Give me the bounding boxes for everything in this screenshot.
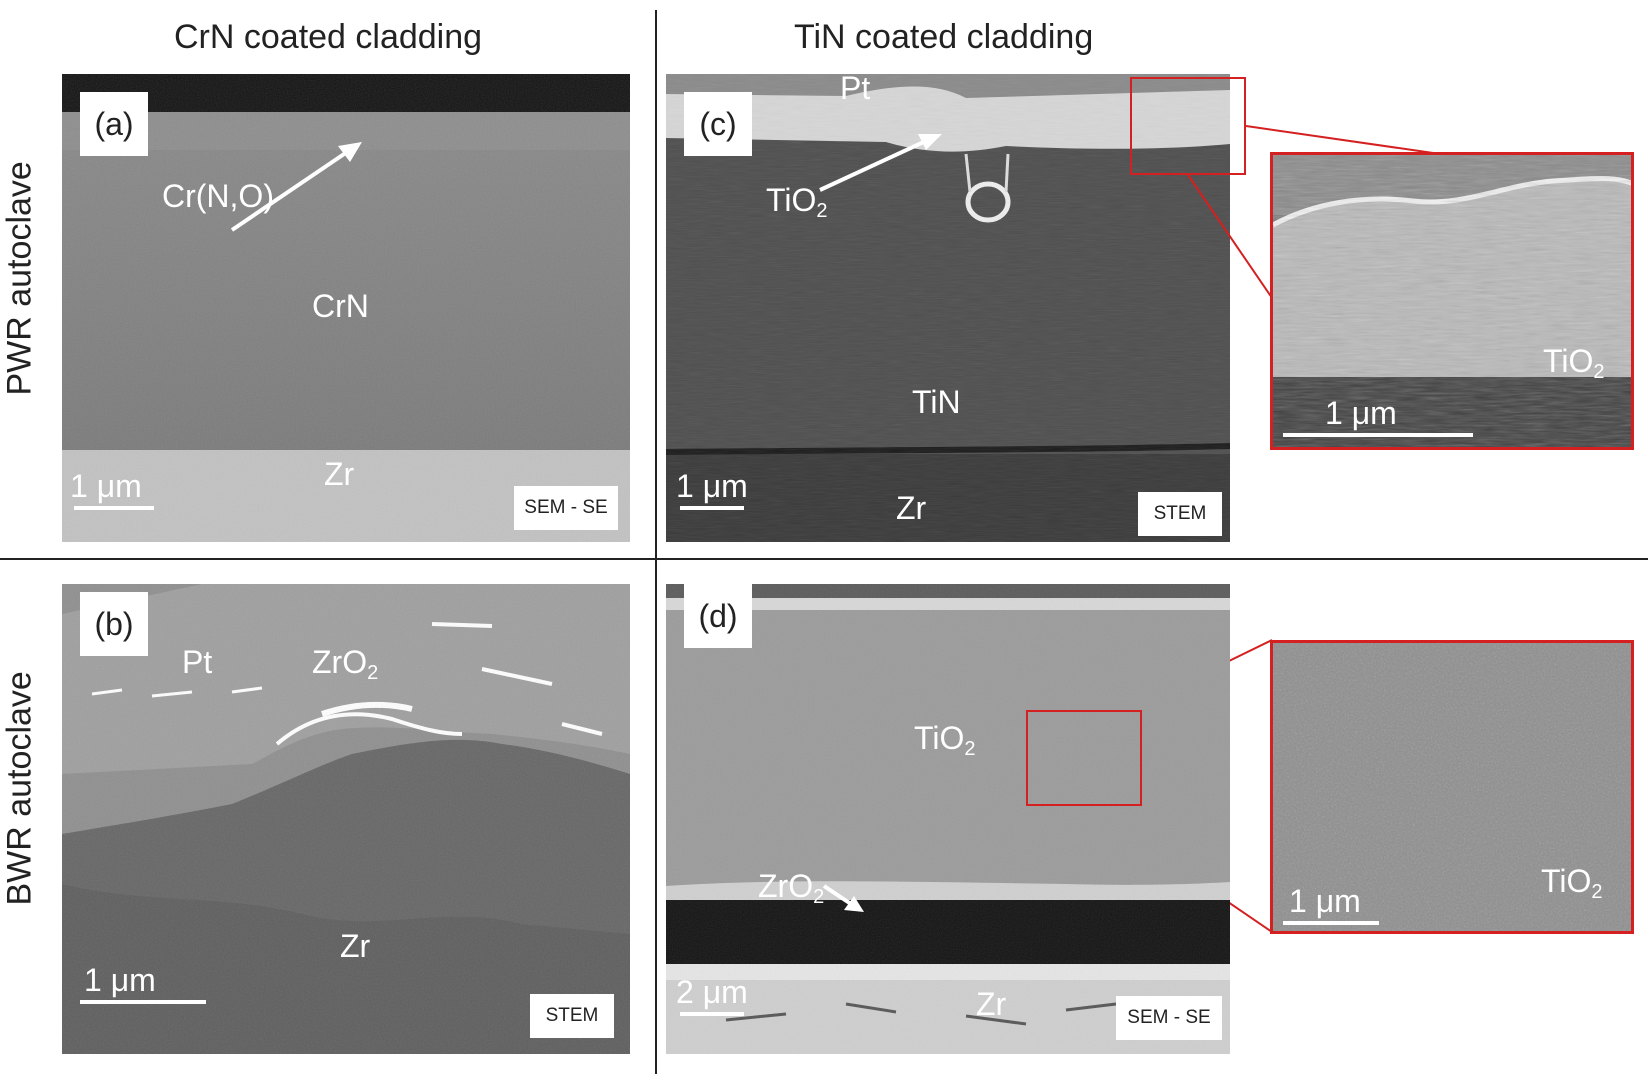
inset-c-scale-bar — [1283, 433, 1473, 437]
panel-a-label: (a) — [80, 92, 148, 156]
label-pt-c: Pt — [840, 74, 871, 106]
highlight-box-d — [1026, 710, 1142, 806]
scale-text-c: 1 μm — [676, 468, 748, 504]
label-tio2-d: TiO2 — [914, 720, 976, 760]
panel-d-micrograph: (d) TiO2 ZrO2 Zr 2 μm SEM - SE — [666, 584, 1230, 1054]
scale-bar-b — [80, 1000, 206, 1004]
panel-d-image — [666, 584, 1230, 1054]
column-title-crn: CrN coated cladding — [174, 18, 483, 56]
highlight-box-c — [1130, 77, 1246, 175]
panel-c-label: (c) — [684, 92, 752, 156]
inset-d-tio2: TiO2 — [1541, 863, 1603, 903]
column-title-tin: TiN coated cladding — [794, 18, 1094, 56]
scale-text-d: 2 μm — [676, 974, 748, 1010]
label-zr-c: Zr — [896, 490, 927, 526]
mode-tag-b: STEM — [530, 994, 614, 1038]
horizontal-divider — [0, 558, 1648, 560]
label-crno: Cr(N,O) — [162, 178, 274, 214]
arrow-d — [822, 884, 864, 912]
inset-d-scale-text: 1 μm — [1289, 883, 1361, 919]
panel-d-label: (d) — [684, 584, 752, 648]
label-zro2-d: ZrO2 — [758, 868, 825, 908]
label-zr-a: Zr — [324, 456, 355, 492]
panel-b-image — [62, 584, 630, 1054]
row-title-pwr: PWR autoclave — [0, 161, 39, 396]
label-pt-b: Pt — [182, 644, 213, 680]
inset-d-scale-bar — [1283, 921, 1379, 925]
mode-tag-c: STEM — [1138, 492, 1222, 536]
row-title-bwr: BWR autoclave — [0, 671, 39, 906]
scale-bar-a — [74, 506, 154, 510]
label-crn: CrN — [312, 288, 369, 324]
label-zr-d: Zr — [976, 986, 1007, 1022]
inset-c: TiO2 1 μm — [1270, 152, 1634, 450]
scale-bar-c — [680, 506, 744, 510]
inset-d: TiO2 1 μm — [1270, 640, 1634, 934]
vertical-divider — [655, 10, 657, 1074]
panel-b-micrograph: (b) Pt ZrO2 Zr 1 μm STEM — [62, 584, 630, 1054]
scale-text-a: 1 μm — [70, 468, 142, 504]
label-tin: TiN — [912, 384, 961, 420]
arrow-a — [230, 142, 362, 232]
panel-c-micrograph: (c) Pt TiO2 TiN Zr 1 μm STEM — [666, 74, 1230, 542]
label-zro2-b: ZrO2 — [312, 644, 379, 684]
mode-tag-a: SEM - SE — [514, 486, 618, 530]
mode-tag-d: SEM - SE — [1116, 996, 1222, 1040]
panel-c-image — [666, 74, 1230, 542]
inset-d-image — [1273, 643, 1631, 931]
inset-c-scale-text: 1 μm — [1325, 395, 1397, 431]
arrow-c — [819, 134, 942, 192]
label-zr-b: Zr — [340, 928, 371, 964]
scale-bar-d — [680, 1012, 744, 1016]
label-tio2-c: TiO2 — [766, 182, 828, 222]
panel-a-micrograph: (a) Cr(N,O) CrN Zr 1 μm SEM - SE — [62, 74, 630, 542]
inset-c-tio2: TiO2 — [1543, 343, 1605, 383]
scale-text-b: 1 μm — [84, 962, 156, 998]
inset-c-image — [1273, 155, 1631, 447]
panel-b-label: (b) — [80, 592, 148, 656]
